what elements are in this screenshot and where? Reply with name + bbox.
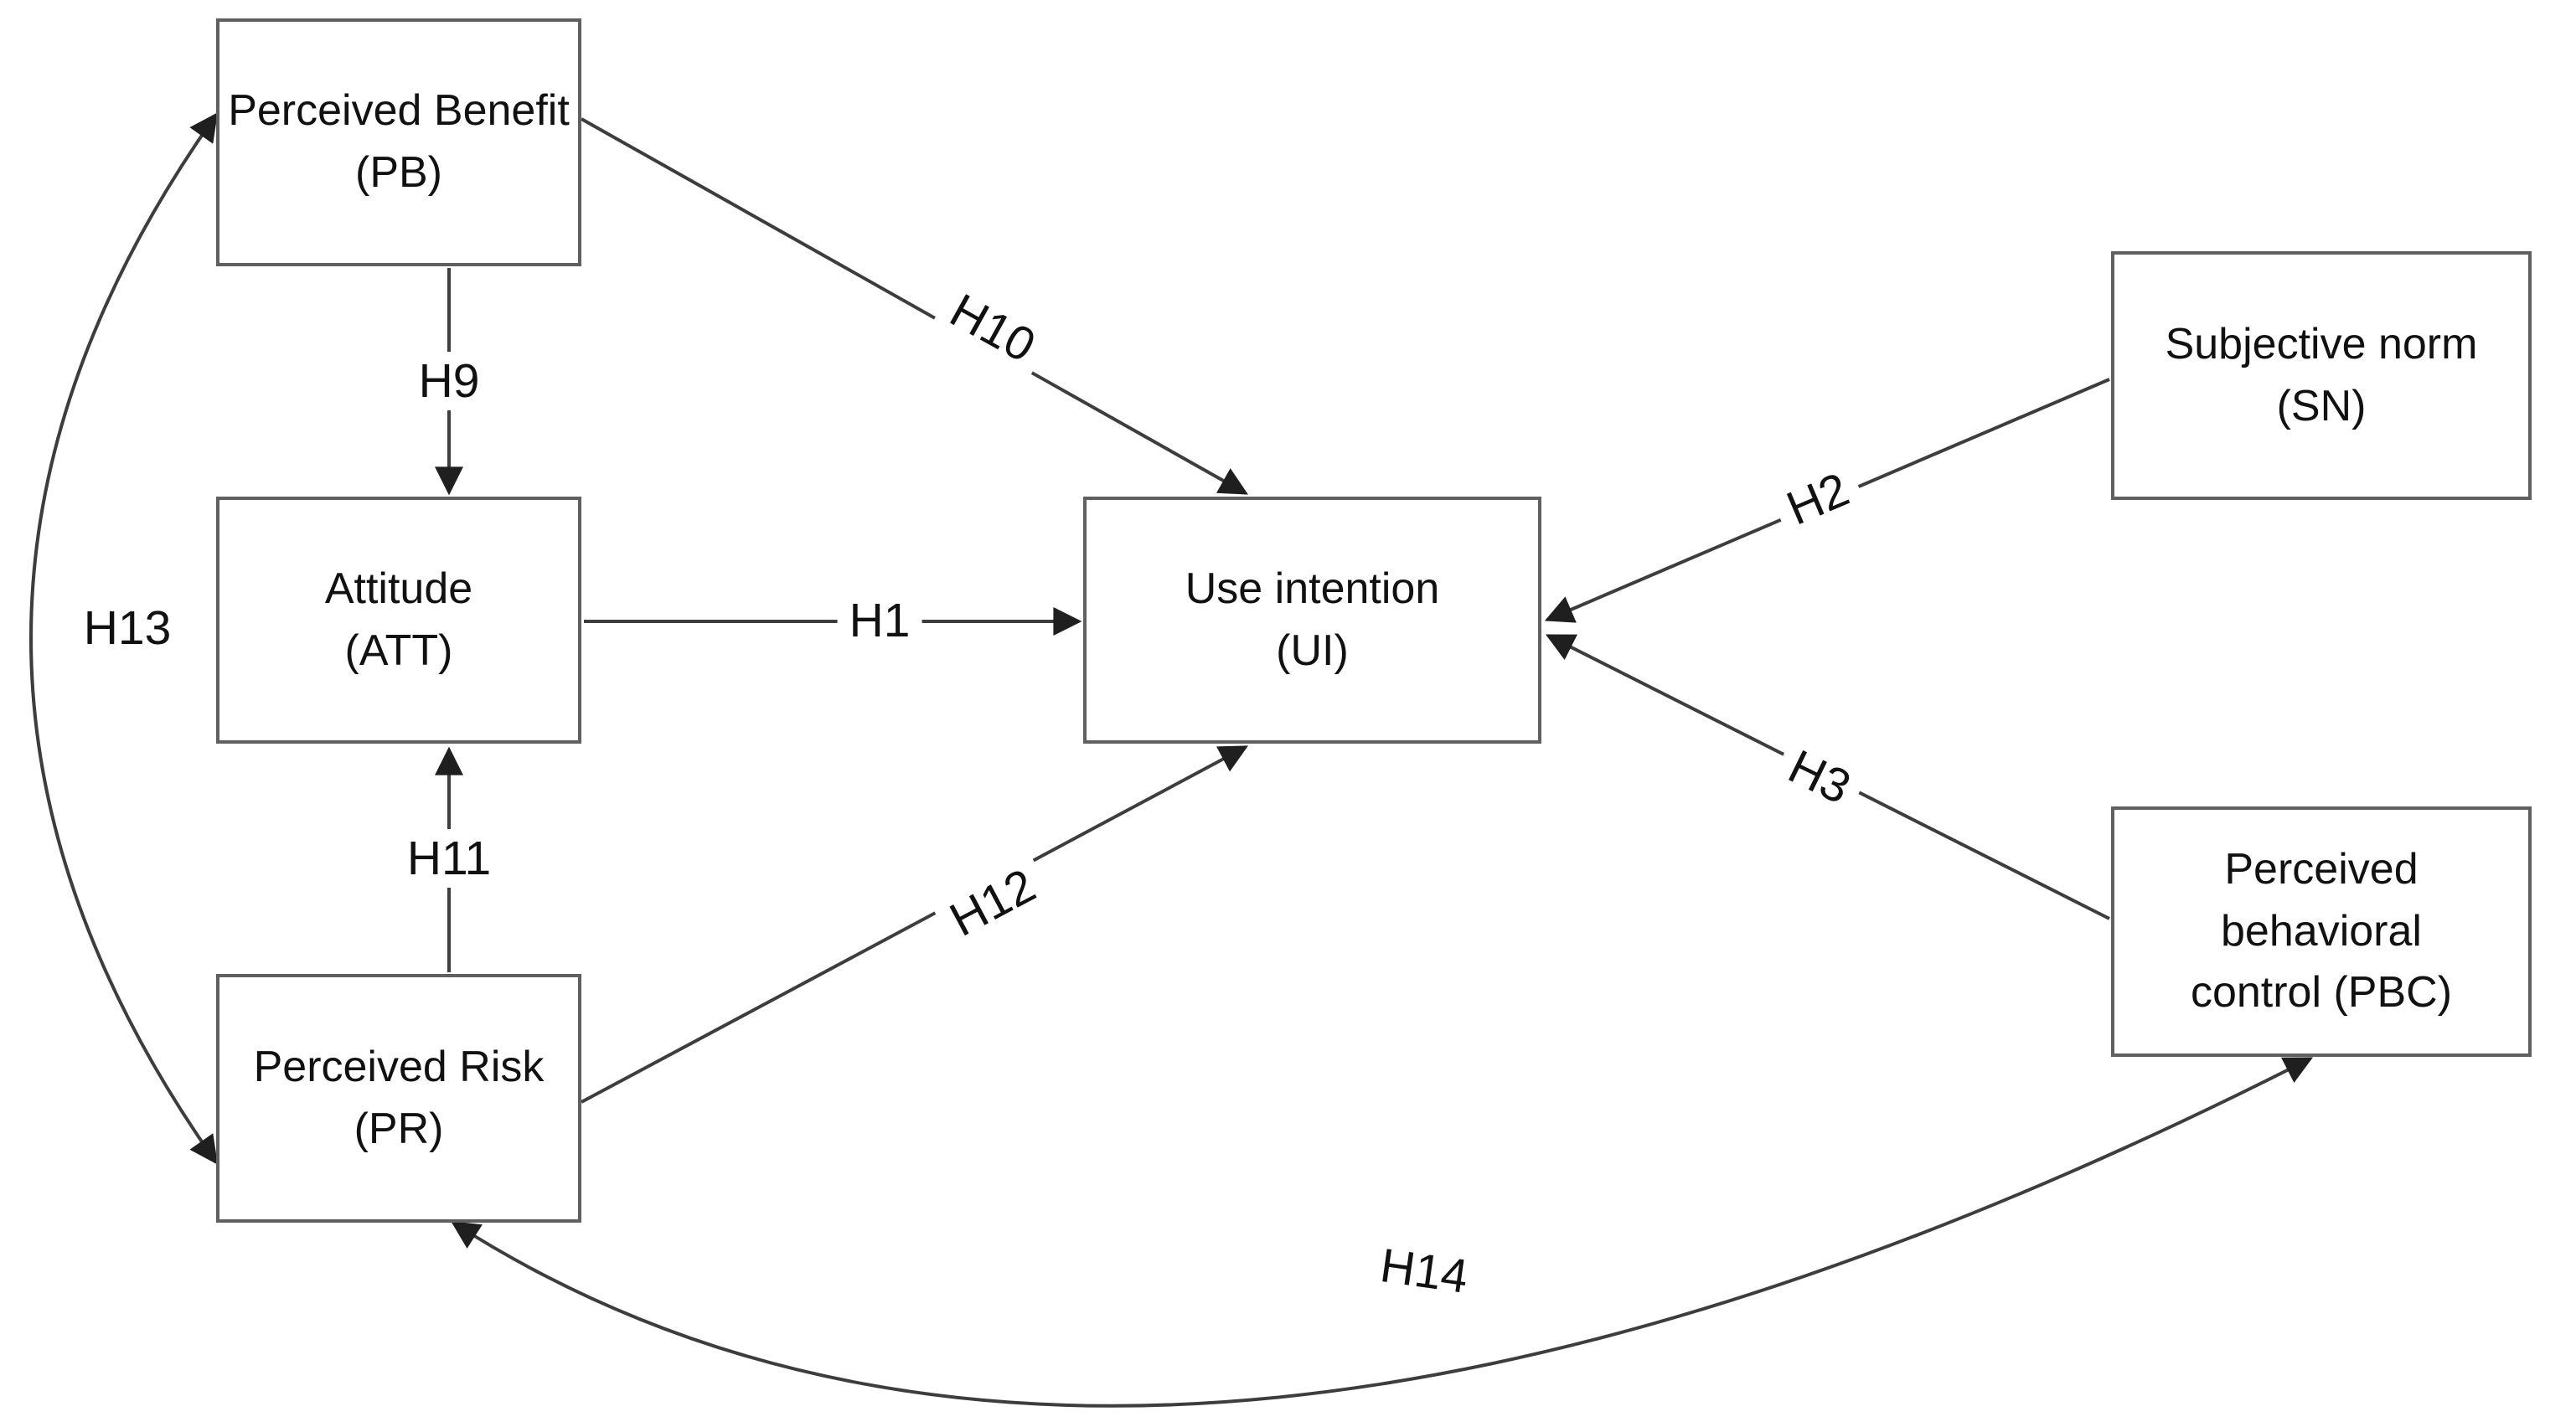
node-use-intention: Use intention (UI) <box>1083 497 1541 744</box>
node-attitude-label: Attitude <box>324 564 473 613</box>
node-attitude-abbr: (ATT) <box>344 626 453 675</box>
node-perceived-risk: Perceived Risk (PR) <box>216 974 581 1223</box>
node-perceived-risk-abbr: (PR) <box>354 1104 444 1153</box>
node-subjective-norm-abbr: (SN) <box>2276 381 2367 430</box>
node-use-intention-label: Use intention <box>1185 564 1440 613</box>
node-perceived-benefit-abbr: (PB) <box>355 148 442 197</box>
edge-h12-arrow <box>581 745 1248 1104</box>
node-perceived-benefit: Perceived Benefit (PB) <box>216 18 581 266</box>
node-pbc-label-line2: behavioral <box>2221 906 2422 956</box>
node-pbc-label-line3: control (PBC) <box>2190 968 2453 1017</box>
edge-label-h9: H9 <box>406 352 492 410</box>
edge-label-h1: H1 <box>837 591 922 650</box>
edge-h14-arrow <box>451 1057 2314 1408</box>
edge-label-h11: H11 <box>395 829 503 888</box>
node-pbc-label-line1: Perceived <box>2224 844 2419 894</box>
node-subjective-norm-label: Subjective norm <box>2165 319 2478 368</box>
node-attitude: Attitude (ATT) <box>216 497 581 744</box>
edge-h10-arrow <box>581 117 1248 495</box>
node-subjective-norm: Subjective norm (SN) <box>2111 251 2532 500</box>
node-perceived-risk-label: Perceived Risk <box>253 1042 545 1091</box>
node-perceived-benefit-label: Perceived Benefit <box>228 86 570 136</box>
node-use-intention-abbr: (UI) <box>1276 626 1349 675</box>
edge-label-h13: H13 <box>71 599 183 657</box>
edge-h13-arrow <box>29 112 218 1165</box>
node-perceived-behavioral-control: Perceived behavioral control (PBC) <box>2111 806 2532 1057</box>
